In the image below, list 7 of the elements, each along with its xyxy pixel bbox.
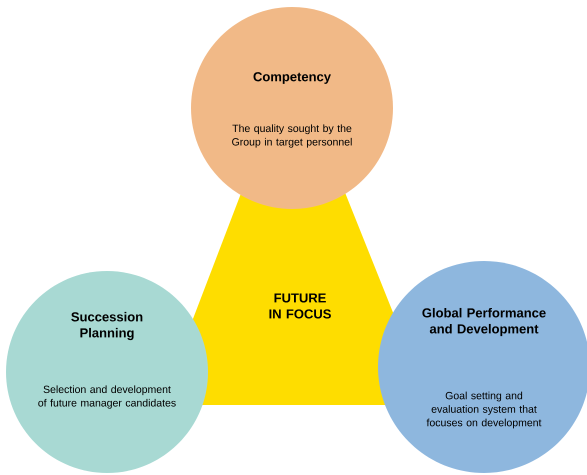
circle-heading: Succession Planning — [71, 312, 142, 340]
circle-text: Selection and development of future manager candidates — [38, 385, 176, 409]
center-label: FUTURE IN FOCUS — [269, 293, 331, 319]
circle-text: Goal setting and evaluation system that focuses on development — [426, 392, 542, 428]
circle-heading: Competency — [254, 72, 331, 84]
circle-text: The quality sought by the Group in target personnel — [232, 124, 352, 148]
circle-heading: Global Performance and Development — [422, 308, 546, 336]
